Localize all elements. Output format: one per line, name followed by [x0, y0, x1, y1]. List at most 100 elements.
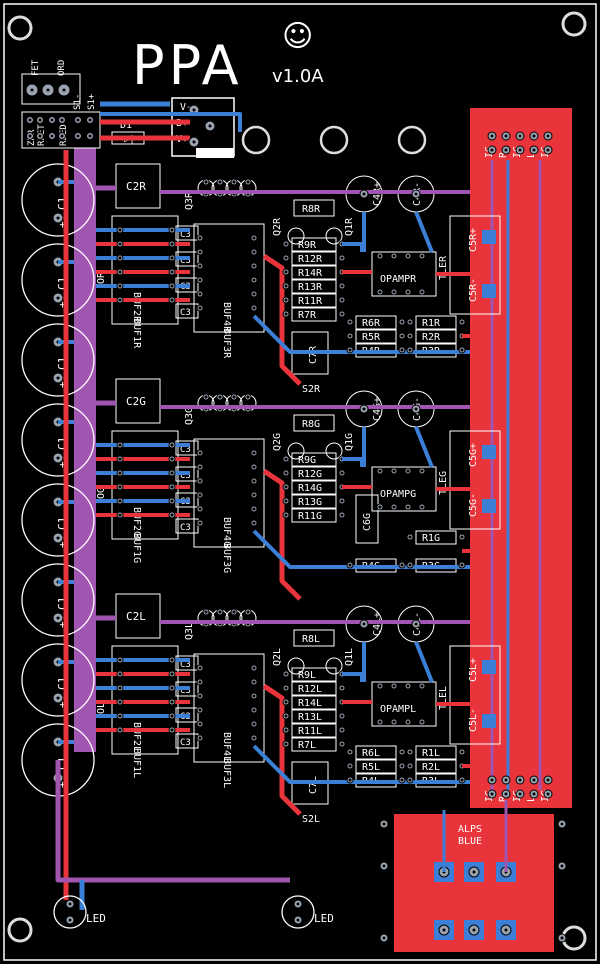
- buf-label: BUF4G: [221, 517, 232, 547]
- pad-hole: [246, 610, 250, 614]
- c5-pad: [482, 230, 496, 244]
- pad-hole: [442, 928, 446, 932]
- buf-label: BUF2G: [131, 507, 142, 537]
- pad-hole: [362, 622, 366, 626]
- pad-hole: [284, 471, 288, 475]
- pad-hole: [192, 108, 196, 112]
- r-outline: [291, 265, 337, 280]
- pad-hole: [252, 465, 256, 469]
- s1-minus-label: S1-: [73, 94, 83, 110]
- pad-hole: [232, 180, 236, 184]
- pad-hole: [88, 134, 92, 138]
- pad-hole: [198, 521, 202, 525]
- pad-hole: [362, 192, 366, 196]
- pad-hole: [408, 320, 412, 324]
- pad-hole: [198, 451, 202, 455]
- r-outline: [291, 667, 337, 682]
- c3-outline: [175, 655, 199, 671]
- pad-hole: [284, 714, 288, 718]
- q1-outline: [325, 227, 343, 245]
- r-outline: [291, 480, 337, 495]
- c1-polarity: +: [56, 461, 69, 468]
- r-outline: [291, 307, 337, 322]
- q1-label: Q1G: [344, 433, 355, 451]
- c6-outline: [355, 494, 379, 544]
- pad-hole: [252, 250, 256, 254]
- r-label: R5L: [362, 762, 380, 773]
- channel-trace: [342, 457, 364, 467]
- pad-hole: [204, 180, 208, 184]
- led-label: LED: [86, 912, 106, 925]
- r-label: R11L: [298, 726, 322, 737]
- pad-hole: [362, 407, 366, 411]
- pad-hole: [472, 928, 476, 932]
- mount-hole: [7, 917, 33, 943]
- pad-hole: [518, 792, 522, 796]
- buf-out-trace: [262, 253, 302, 386]
- dynamic-layer: C1+C1+C1+C1+C1+C1+C1+C1+C2RQ3RBUF2RBUF1R…: [21, 73, 567, 943]
- c5-pad: [482, 284, 496, 298]
- r8-label: R8G: [302, 419, 320, 430]
- pad-hole: [348, 750, 352, 754]
- pad-hole: [118, 242, 122, 246]
- bus-label-bottom: R: [498, 795, 509, 802]
- pad-hole: [348, 778, 352, 782]
- bus-label-bottom: L: [526, 796, 537, 802]
- pad-hole: [38, 134, 42, 138]
- pad-hole: [38, 118, 42, 122]
- pad-hole: [532, 792, 536, 796]
- c1-polarity: +: [56, 381, 69, 388]
- c2-label: C2R: [126, 180, 146, 193]
- pad-hole: [118, 228, 122, 232]
- r-outline: [291, 737, 337, 752]
- pad-hole: [170, 658, 174, 662]
- mount-hole: [7, 15, 33, 41]
- pad-hole: [208, 124, 212, 128]
- pad-hole: [340, 499, 344, 503]
- r-label: R13L: [298, 712, 322, 723]
- buf-out-trace: [262, 468, 302, 601]
- pad-hole: [490, 778, 494, 782]
- pad-hole: [340, 714, 344, 718]
- r-outline: [291, 709, 337, 724]
- r8-outline: [293, 414, 335, 432]
- pad-hole: [56, 536, 60, 540]
- pad-hole: [118, 457, 122, 461]
- pad-hole: [284, 298, 288, 302]
- c3-outline: [175, 225, 199, 241]
- pad-hole: [400, 778, 404, 782]
- q3-label: Q3R: [184, 191, 195, 210]
- buf-label: BUF1G: [131, 533, 142, 563]
- r-outline: [291, 293, 337, 308]
- alps-label: BLUE: [458, 836, 482, 847]
- pad-hole: [406, 720, 410, 724]
- pad-hole: [504, 778, 508, 782]
- r-label: R2R: [422, 332, 441, 343]
- pad-hole: [76, 134, 80, 138]
- c3-label: C3: [180, 230, 191, 240]
- pad-hole: [546, 148, 550, 152]
- c3-outline: [175, 518, 199, 534]
- pad-hole: [406, 505, 410, 509]
- led-outline: [53, 895, 87, 929]
- pad-hole: [340, 513, 344, 517]
- q3-label: Q3L: [184, 622, 195, 640]
- pad-hole: [118, 270, 122, 274]
- c7-label: C7L: [308, 776, 319, 794]
- pad-hole: [170, 270, 174, 274]
- pad-hole: [118, 485, 122, 489]
- r-outline: [291, 508, 337, 523]
- pad-hole: [518, 148, 522, 152]
- pad-hole: [378, 720, 382, 724]
- header-outline: [21, 73, 81, 105]
- pad-hole: [392, 720, 396, 724]
- pad-hole: [246, 180, 250, 184]
- q2-outline: [287, 657, 305, 675]
- mount-hole: [561, 11, 587, 37]
- board-title: PPA: [132, 34, 243, 97]
- pad-hole: [504, 792, 508, 796]
- pad-hole: [218, 395, 222, 399]
